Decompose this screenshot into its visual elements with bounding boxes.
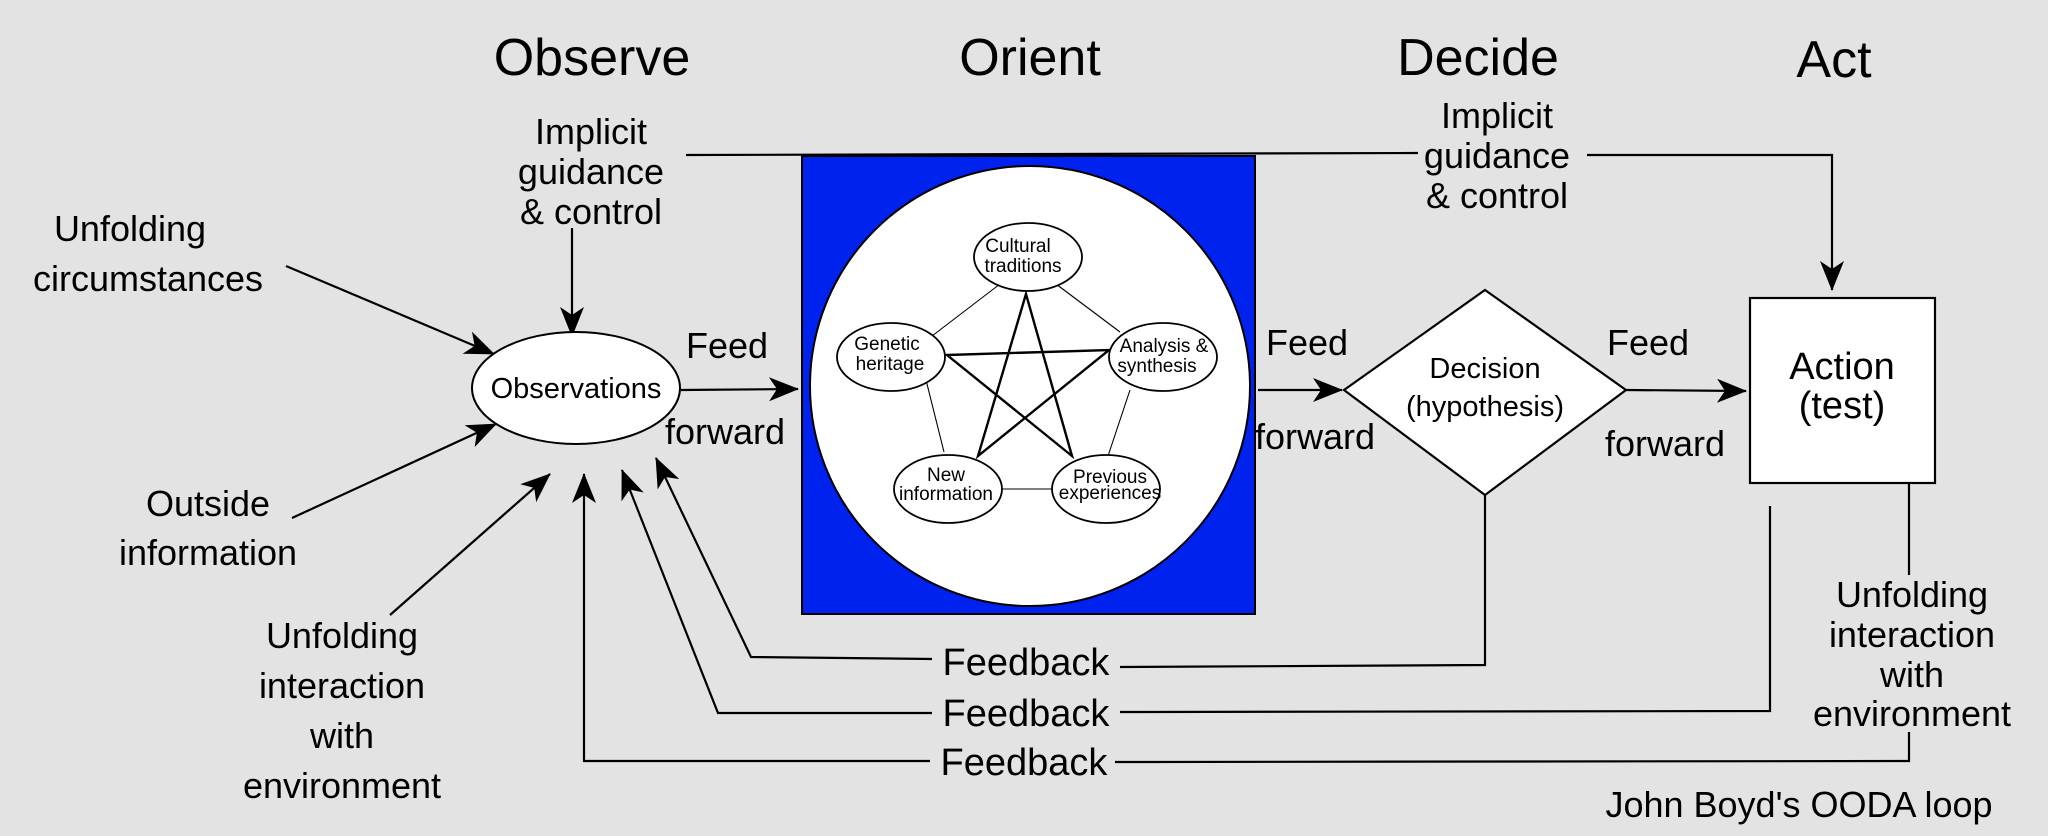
feed-forward-3-bottom: forward [1605,423,1725,464]
action-node [1748,296,1937,485]
observations-node [471,331,681,445]
unfolding-interaction-right-line-3: with [1879,654,1944,695]
feed-forward-1-top: Feed [686,325,768,366]
outside-information-line-2: information [119,532,297,573]
implicit-guidance-right: Implicit guidance & control [1424,95,1570,216]
feedback-2-line-right [1119,506,1772,714]
guidance-right-line-1: Implicit [1441,95,1553,136]
unfolding-interaction-left-label: Unfolding interaction with environment [243,615,441,806]
unfolding-interaction-left-line-3: with [309,715,374,756]
phase-observe: Observe [494,29,691,87]
unfolding-circumstances-label: Unfolding circumstances [33,208,263,299]
outside-information-label: Outside information [119,483,297,573]
node-new-information [893,454,1003,524]
unfolding-interaction-left-line-4: environment [243,765,441,806]
previous-line-2: experiences [1059,483,1161,504]
guidance-right-line-2: guidance [1424,135,1570,176]
feedback-2-arrow [620,469,932,715]
genetic-line-2: heritage [856,354,925,375]
analysis-line-2: synthesis [1117,356,1196,377]
diagram-caption: John Boyd's OODA loop [1605,784,1992,825]
observations-label: Observations [491,373,662,405]
unfolding-interaction-left-line-2: interaction [259,665,425,706]
feedback-1-label: Feedback [943,642,1111,684]
guidance-right-line-3: & control [1426,175,1568,216]
feedback-3-arrow [572,473,930,763]
orient-network-edges [925,283,1131,490]
feed-forward-3-arrow [1625,378,1747,403]
decision-line-2: (hypothesis) [1406,391,1564,423]
implicit-guidance-left: Implicit guidance & control [518,111,664,232]
previous-line-1: Previous [1073,467,1147,488]
cultural-line-1: Cultural [985,236,1050,257]
feedback-3-label: Feedback [941,742,1109,784]
new-info-line-2: information [899,484,993,505]
feedback-3-line-right [1114,732,1911,764]
guidance-left-line-3: & control [520,191,662,232]
analysis-line-1: Analysis & [1120,336,1209,357]
node-genetic-heritage [836,322,946,392]
node-previous-experiences [1051,454,1161,524]
genetic-line-1: Genetic [854,334,919,355]
guidance-line-to-act [685,151,1419,157]
unfolding-circumstances-line-1: Unfolding [54,208,206,249]
guidance-left-line-1: Implicit [535,111,647,152]
unfolding-circumstances-line-2: circumstances [33,258,263,299]
action-line-1: Action [1789,346,1895,388]
orient-pentagram [943,289,1113,460]
guidance-left-line-2: guidance [518,151,664,192]
unfolding-interaction-right-line-1: Unfolding [1836,574,1988,615]
arrow-unfolding-interaction-left [389,473,551,616]
arrow-outside-information [291,423,497,519]
phase-orient: Orient [959,29,1101,87]
feedback-1-line-right [1119,495,1487,669]
cultural-line-2: traditions [984,256,1061,277]
new-info-line-1: New [927,465,965,486]
feedback-2-label: Feedback [943,693,1111,735]
feed-forward-2-top: Feed [1266,322,1348,363]
feed-forward-3-top: Feed [1607,322,1689,363]
unfolding-interaction-right-line-2: interaction [1829,614,1995,655]
feed-forward-1-bottom: forward [665,411,785,452]
feed-forward-1-arrow [680,377,799,402]
unfolding-interaction-left-line-1: Unfolding [266,615,418,656]
feedback-1-arrow [655,457,933,661]
node-analysis-synthesis [1108,322,1218,392]
unfolding-interaction-right-label: Unfolding interaction with environment [1813,574,2011,734]
unfolding-interaction-right-line-4: environment [1813,693,2011,734]
outside-information-line-1: Outside [146,483,270,524]
guidance-arrow-to-act [1587,153,1844,291]
decision-line-1: Decision [1429,353,1540,385]
action-line-2: (test) [1799,385,1886,427]
phase-act: Act [1796,31,1872,89]
phase-decide: Decide [1397,29,1559,87]
node-cultural-traditions [973,222,1083,292]
arrow-unfolding-circumstances [285,264,495,356]
feed-forward-2-bottom: forward [1255,416,1375,457]
